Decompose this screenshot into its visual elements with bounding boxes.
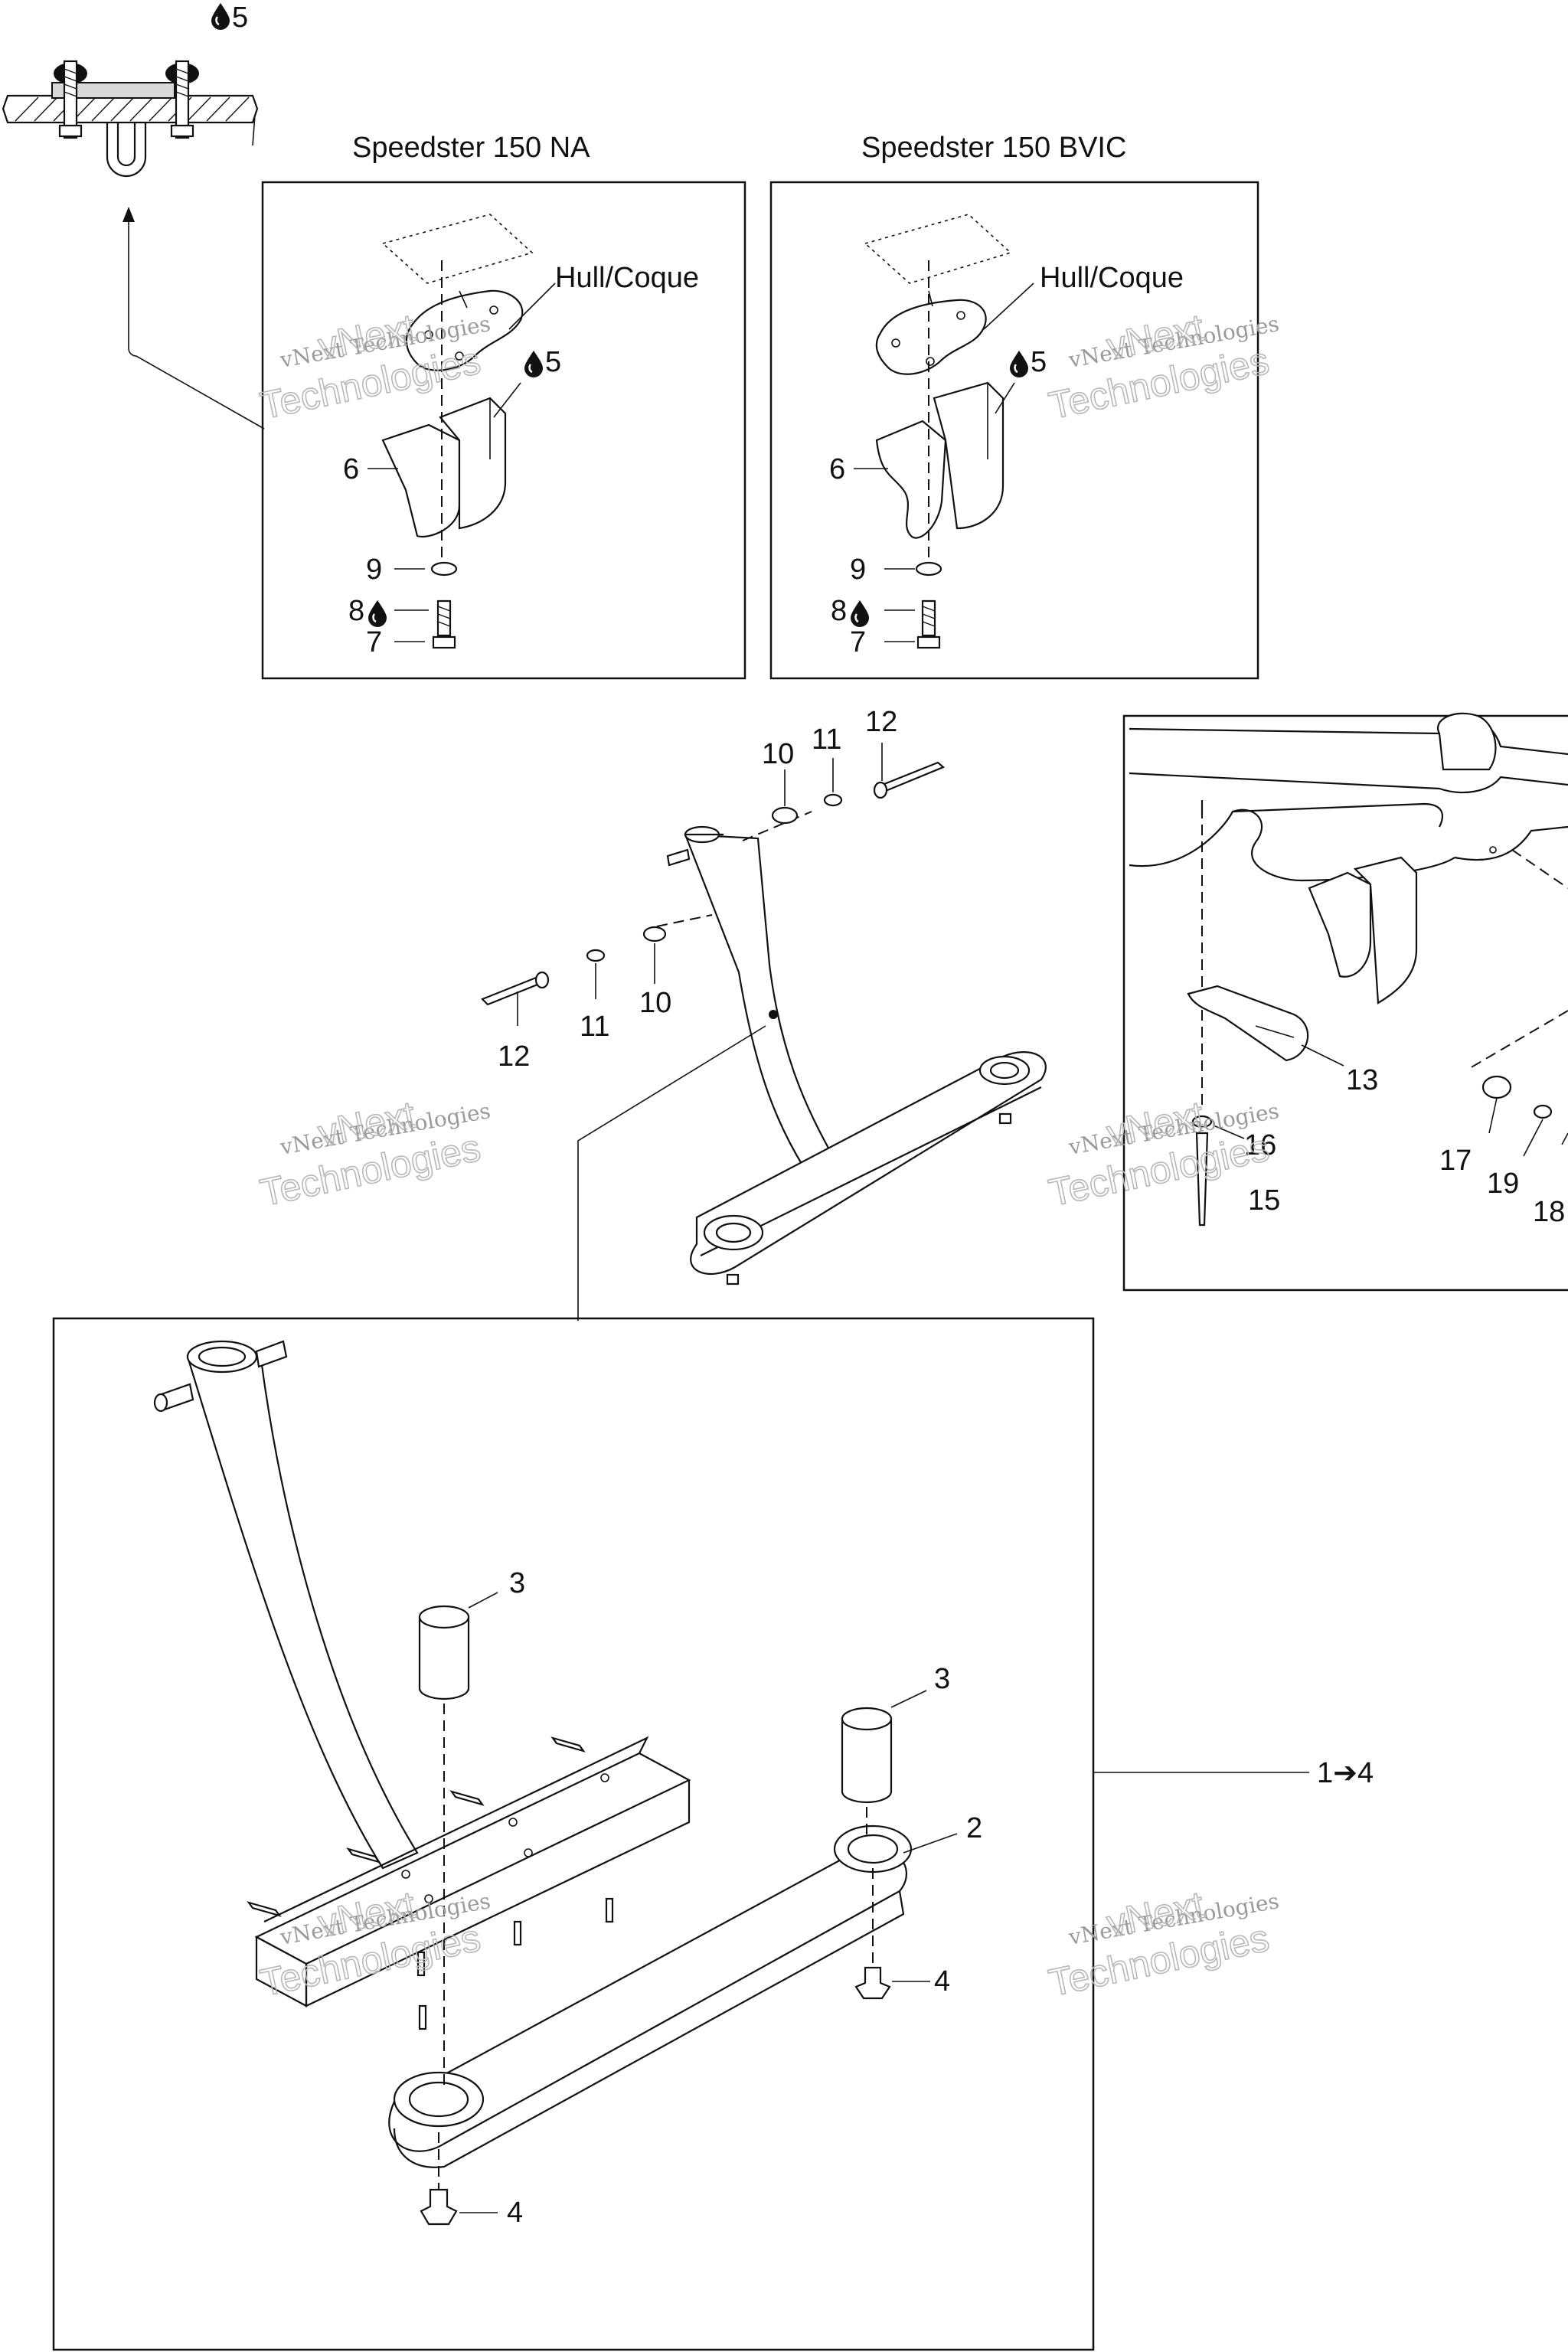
title-speedster-bvic: Speedster 150 BVIC [861, 132, 1126, 164]
callout-10-top: 10 [762, 738, 794, 770]
hull-label-na: Hull/Coque [555, 262, 699, 294]
callout-5-bvic: 5 [1031, 346, 1047, 378]
callout-17: 17 [1439, 1145, 1472, 1177]
callout-11-bottom: 11 [580, 1011, 609, 1043]
drop-icon [523, 349, 544, 379]
callout-7-na: 7 [366, 626, 382, 658]
callout-9-bvic: 9 [850, 554, 866, 586]
hull-label-bvic: Hull/Coque [1040, 262, 1184, 294]
callout-15: 15 [1248, 1184, 1280, 1217]
drop-icon [367, 599, 388, 629]
callout-7-bvic: 7 [850, 626, 866, 658]
callout-11-top: 11 [812, 724, 841, 756]
callout-3-right: 3 [934, 1663, 950, 1695]
callout-6-bvic: 6 [829, 453, 845, 485]
callout-13: 13 [1346, 1064, 1378, 1096]
callout-4-left: 4 [507, 2197, 523, 2229]
callout-8-bvic: 8 [831, 595, 847, 627]
callout-19: 19 [1487, 1168, 1519, 1200]
ladder-assembly-middle: 10 11 12 10 11 12 [481, 706, 1047, 1321]
panel-mounting-detail: 13 16 15 17 19 18 [1122, 712, 1568, 1292]
watermark: vNext Technologies vNext Technologies vN… [256, 305, 1281, 2005]
panel-speedster-bvic: Hull/Coque 5 6 9 8 7 [769, 181, 1259, 680]
callout-18: 18 [1533, 1196, 1565, 1228]
hull-section-detail: 5 [2, 2, 265, 430]
callout-4-right: 4 [934, 1965, 950, 1998]
callout-8-na: 8 [348, 595, 364, 627]
panel-speedster-na: Hull/Coque 5 6 9 8 7 [261, 181, 746, 680]
callout-12-bottom: 12 [498, 1040, 530, 1073]
callout-9-na: 9 [366, 554, 382, 586]
callout-16: 16 [1244, 1129, 1276, 1161]
callout-6-na: 6 [343, 453, 359, 485]
callout-1-4: 1➔4 [1317, 1757, 1374, 1789]
drop-icon [849, 599, 871, 629]
drop-icon [210, 2, 231, 31]
callout-5-detail: 5 [232, 2, 248, 34]
callout-3-left: 3 [509, 1567, 525, 1599]
callout-12-top: 12 [865, 706, 897, 738]
drop-icon [1008, 349, 1030, 379]
callout-5-na: 5 [545, 346, 561, 378]
callout-2: 2 [966, 1812, 982, 1844]
panel-ladder-exploded: 3 3 2 4 4 1➔4 [52, 1317, 1374, 2351]
title-speedster-na: Speedster 150 NA [352, 132, 590, 164]
callout-10-bottom: 10 [639, 987, 671, 1019]
